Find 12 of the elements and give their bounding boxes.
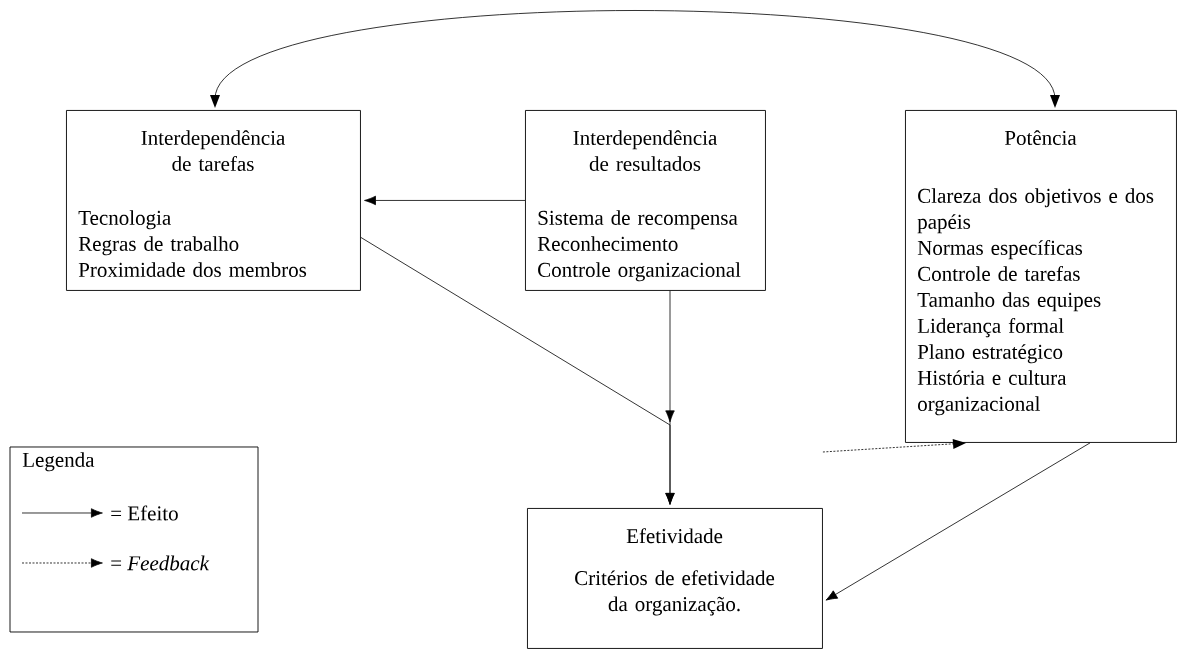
process-box: Interdependência de resultados Sistema de recompensa Reconhecimento Controle organizacional [525, 110, 766, 291]
process-box: Interdependência de tarefas Tecnologia Regras de trabalho Proximidade dos membros [66, 110, 361, 291]
process-box: Potência Clareza dos objetivos e dos papéis Normas específicas Controle de tarefas Tamanho das equipes Liderança formal Plano estratégico História e cultura organizacional [905, 110, 1177, 443]
arrow [210, 10, 1060, 108]
process-box: Efetividade Critérios de efetividade da organização. [527, 508, 823, 649]
arrow [364, 195, 526, 206]
legend-text: = Efeito [111, 505, 178, 521]
arrow [665, 290, 675, 505]
legend-text: = Feedback [111, 555, 210, 571]
arrow [825, 442, 1091, 601]
legend-title: Legenda [22, 452, 95, 472]
arrow [822, 438, 966, 453]
